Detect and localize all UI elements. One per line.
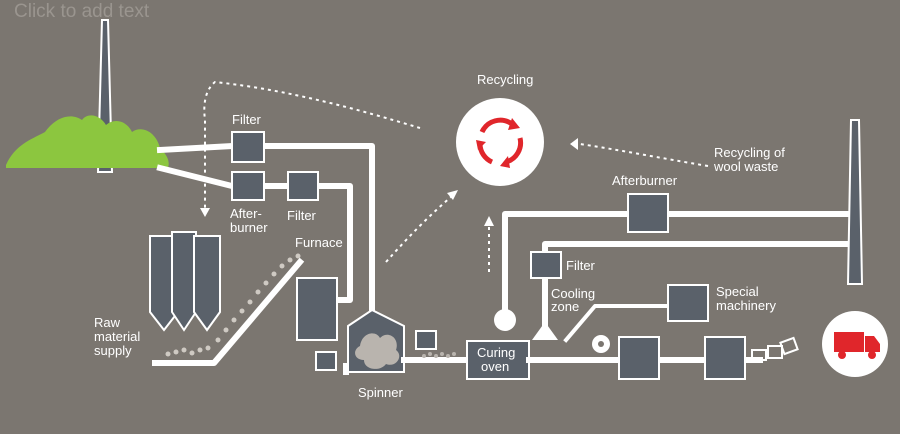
special-machinery-conveyor xyxy=(563,304,670,343)
filter-right-box xyxy=(530,251,562,279)
arrow-head-left xyxy=(570,138,578,150)
label-filter-mid: Filter xyxy=(287,208,317,223)
label-curing-1: Curing xyxy=(477,345,515,360)
dashed-to-recycling-left xyxy=(385,195,453,263)
wool-pile xyxy=(422,352,456,358)
small-box-near-spinner xyxy=(415,330,437,350)
processing-box-2 xyxy=(704,336,746,380)
label-raw-1: Raw xyxy=(94,315,121,330)
label-afterburner-right: Afterburner xyxy=(612,173,678,188)
right-chimney xyxy=(846,119,864,285)
spinner xyxy=(347,308,405,373)
label-filter-right: Filter xyxy=(566,258,596,273)
exhaust-pipe-upper xyxy=(156,142,236,154)
afterburner-pipe xyxy=(261,183,353,303)
raw-material-pile xyxy=(165,253,301,357)
label-afterburner-left-1: After- xyxy=(230,206,262,221)
arrow-head-up xyxy=(484,216,494,226)
arrow-head-left-up xyxy=(447,190,458,200)
label-curing-2: oven xyxy=(481,359,509,374)
filter-mid-box xyxy=(287,171,319,201)
label-cooling-1: Cooling xyxy=(551,286,595,301)
afterburner-right-box xyxy=(627,193,669,233)
placeholder-text[interactable]: Click to add text xyxy=(14,1,150,22)
cooling-hood xyxy=(532,322,558,340)
label-filter-top: Filter xyxy=(232,112,262,127)
truck-node xyxy=(822,311,888,377)
label-cooling-2: zone xyxy=(551,299,579,314)
furnace-feeder xyxy=(315,351,337,371)
filter-pipe xyxy=(261,143,375,311)
label-afterburner-left-2: burner xyxy=(230,220,268,235)
furnace-box xyxy=(296,277,338,341)
oven-exhaust-pipe xyxy=(502,211,858,313)
dashed-wool-recycling xyxy=(579,143,709,167)
processing-box-1 xyxy=(618,336,660,380)
saw-blade-icon xyxy=(592,335,610,353)
label-special-2: machinery xyxy=(716,298,776,313)
special-machinery-box xyxy=(667,284,709,322)
exhaust-pipe-lower xyxy=(156,164,236,190)
label-special-1: Special xyxy=(716,284,759,299)
truck-icon xyxy=(834,332,880,359)
filter-right-pipe xyxy=(542,241,858,255)
filter-top-box xyxy=(231,131,265,163)
label-furnace: Furnace xyxy=(295,235,343,250)
arrow-head-down xyxy=(200,208,210,217)
afterburner-left-box xyxy=(231,171,265,201)
recycling-node xyxy=(456,98,544,186)
oven-fan xyxy=(494,309,516,331)
packages xyxy=(751,336,799,361)
label-spinner: Spinner xyxy=(358,385,403,400)
label-raw-3: supply xyxy=(94,343,132,358)
raw-material-conveyor xyxy=(152,257,305,366)
silos xyxy=(149,231,221,332)
trees xyxy=(6,115,169,168)
label-recycling: Recycling xyxy=(477,72,533,87)
spinner-to-oven-pipe xyxy=(343,357,469,375)
label-recycling-wool-1: Recycling of xyxy=(714,145,785,160)
label-recycling-wool-2: wool waste xyxy=(713,159,778,174)
label-raw-2: material xyxy=(94,329,140,344)
